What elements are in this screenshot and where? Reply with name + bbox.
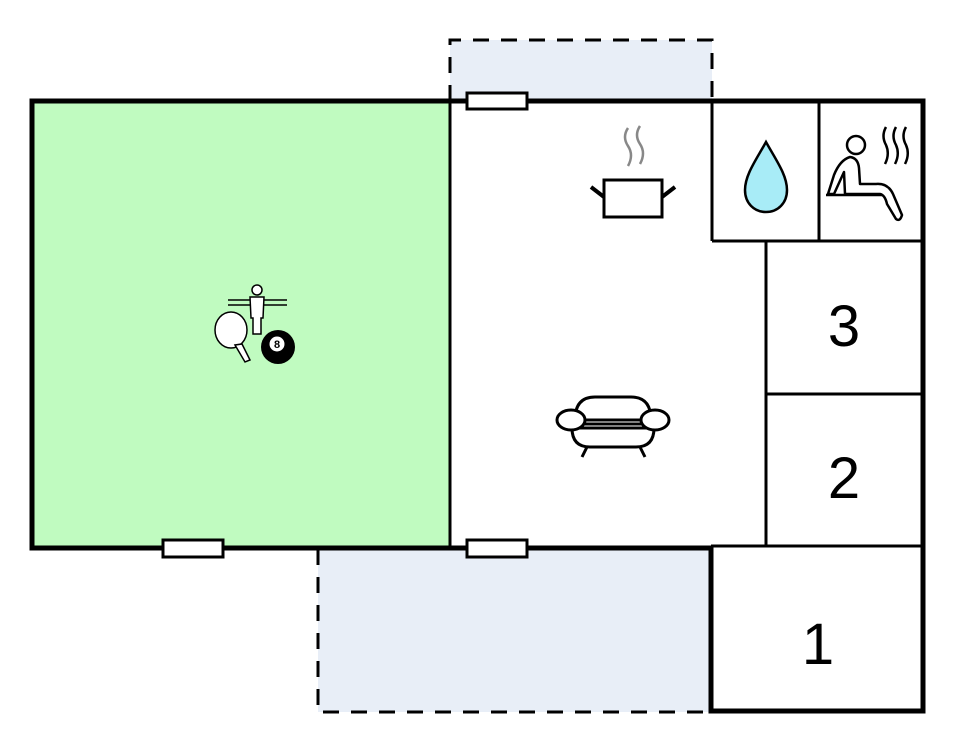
cooking-pot-icon (589, 125, 677, 219)
interior-walls (448, 101, 923, 548)
terrace-top (448, 38, 714, 101)
terrace-bottom (316, 549, 711, 714)
bedroom-1-label: 1 (802, 612, 834, 677)
billiard-ball-number: 8 (274, 339, 280, 351)
table-tennis-icon (214, 311, 252, 363)
bedroom-2-label: 2 (828, 446, 860, 511)
bedroom-1 (711, 546, 923, 711)
sofa-icon (555, 395, 671, 458)
bedroom-2 (766, 394, 923, 546)
billiard-ball-icon: 8 (261, 330, 295, 364)
door-bottom-left (161, 538, 225, 559)
door-top (465, 91, 529, 111)
sauna-icon (826, 126, 909, 222)
bedroom-3-label: 3 (828, 294, 860, 359)
door-bottom-middle (465, 538, 529, 559)
foosball-icon (228, 284, 287, 335)
outer-walls (29, 98, 926, 714)
water-drop-icon (743, 139, 789, 214)
bedroom-3 (766, 241, 923, 394)
